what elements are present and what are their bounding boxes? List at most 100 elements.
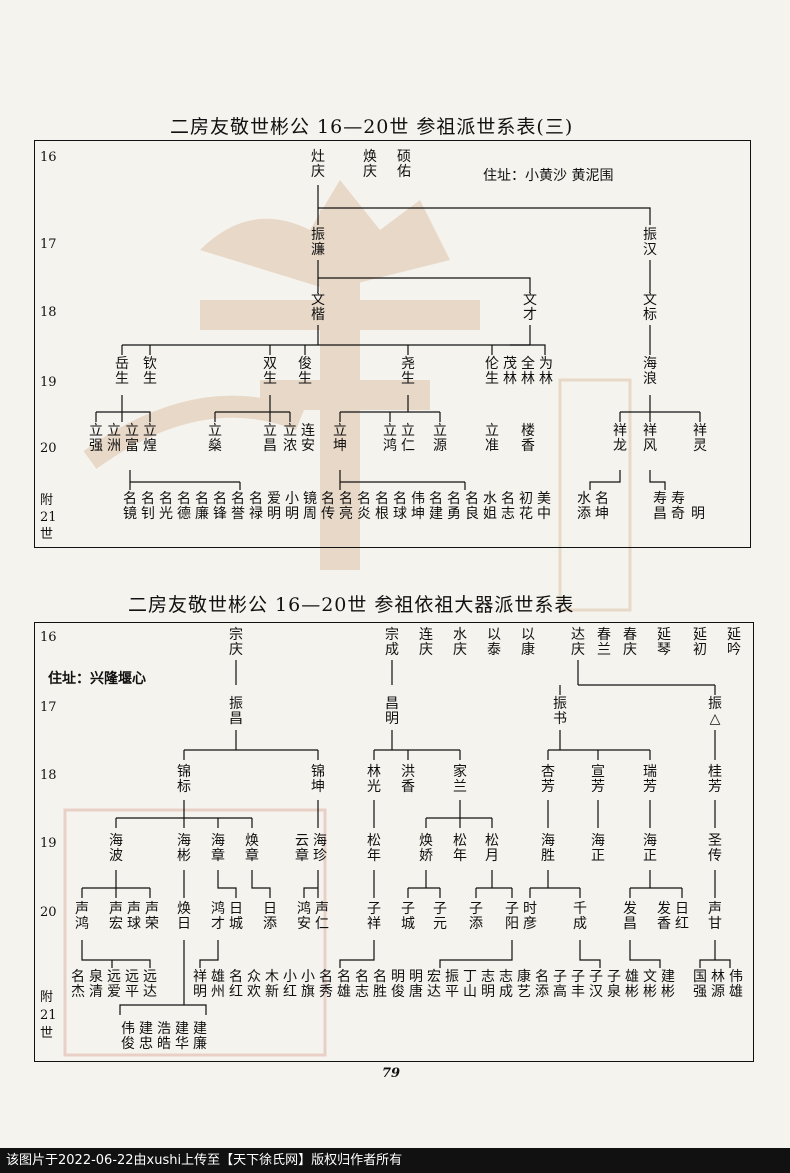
name-cell: 名志 — [501, 491, 515, 522]
name-cell: 远爱 — [107, 969, 121, 1000]
name-cell: 小红 — [283, 969, 297, 1000]
gen-label: 21 — [40, 1008, 57, 1023]
name-cell: 声宏 — [109, 901, 123, 932]
name-cell: 名杰 — [71, 969, 85, 1000]
name-cell: 焕娇 — [419, 833, 433, 864]
name-cell: 海珍 — [313, 833, 327, 864]
name-cell: 家兰 — [453, 764, 467, 795]
name-cell: 发香 — [657, 901, 671, 932]
name-cell: 名胜 — [373, 969, 387, 1000]
name-cell: 为林 — [539, 356, 553, 387]
name-cell: 岳生 — [115, 356, 129, 387]
name-cell: 声球 — [127, 901, 141, 932]
name-cell: 立洲 — [107, 423, 121, 454]
table2-frame — [34, 622, 754, 1062]
name-cell: 伟雄 — [729, 969, 743, 1000]
name-cell: 名志 — [355, 969, 369, 1000]
name-cell: 初花 — [519, 491, 533, 522]
name-cell: 泉清 — [89, 969, 103, 1000]
gen-label: 世 — [40, 1026, 54, 1041]
name-cell: 林源 — [711, 969, 725, 1000]
name-cell: 以康 — [521, 627, 535, 658]
name-cell: 振书 — [553, 696, 567, 727]
name-cell: 名炎 — [357, 491, 371, 522]
name-cell: 以泰 — [487, 627, 501, 658]
name-cell: 伟坤 — [411, 491, 425, 522]
name-cell: 立浓 — [283, 423, 297, 454]
name-cell: 远平 — [125, 969, 139, 1000]
table1-address: 住址：小黄沙 黄泥围 — [483, 168, 614, 184]
name-cell: 远达 — [143, 969, 157, 1000]
name-cell: 伟俊 — [121, 1021, 135, 1052]
name-cell: 全林 — [521, 356, 535, 387]
name-cell: 爱明 — [267, 491, 281, 522]
name-cell: 双生 — [263, 356, 277, 387]
name-cell: 名良 — [465, 491, 479, 522]
name-cell: 圣传 — [708, 833, 722, 864]
name-cell: 文彬 — [643, 969, 657, 1000]
name-cell: 洪香 — [401, 764, 415, 795]
name-cell: 康艺 — [517, 969, 531, 1000]
name-cell: 宏达 — [427, 969, 441, 1000]
name-cell: 杏芳 — [541, 764, 555, 795]
name-cell: 立坤 — [333, 423, 347, 454]
table1-title: 二房友敬世彬公 16—20世 参祖派世系表(三) — [170, 116, 574, 138]
name-cell: 子元 — [433, 901, 447, 932]
name-cell: 林光 — [367, 764, 381, 795]
name-cell: 名根 — [375, 491, 389, 522]
name-cell: 名建 — [429, 491, 443, 522]
name-cell: 文才 — [523, 292, 537, 323]
name-cell: 立燊 — [208, 423, 222, 454]
name-cell: 桂芳 — [708, 764, 722, 795]
name-cell: 春庆 — [623, 627, 637, 658]
gen-label: 18 — [40, 305, 57, 320]
name-cell: 明俊 — [391, 969, 405, 1000]
name-cell: 建忠 — [139, 1021, 153, 1052]
gen-label: 18 — [40, 768, 57, 783]
name-cell: 硕佑 — [397, 149, 411, 180]
name-cell: 水姐 — [483, 491, 497, 522]
name-cell: 尧生 — [401, 356, 415, 387]
name-cell: 发昌 — [623, 901, 637, 932]
name-cell: 声仁 — [315, 901, 329, 932]
name-cell: 千成 — [573, 901, 587, 932]
name-cell: 振昌 — [229, 696, 243, 727]
name-cell: 木新 — [265, 969, 279, 1000]
name-cell: 名誉 — [231, 491, 245, 522]
name-cell: 名德 — [177, 491, 191, 522]
gen-label: 17 — [40, 700, 57, 715]
name-cell: 名镜 — [123, 491, 137, 522]
gen-label: 19 — [40, 375, 57, 390]
name-cell: 立煌 — [143, 423, 157, 454]
name-cell: 海彬 — [177, 833, 191, 864]
name-cell: 振濂 — [311, 227, 325, 258]
name-cell: 祥灵 — [693, 423, 707, 454]
name-cell: 雄彬 — [625, 969, 639, 1000]
gen-label: 世 — [40, 527, 54, 542]
name-cell: 子添 — [469, 901, 483, 932]
name-cell: 松月 — [485, 833, 499, 864]
name-cell: 子城 — [401, 901, 415, 932]
table2-title: 二房友敬世彬公 16—20世 参祖依祖大器派世系表 — [128, 594, 575, 616]
name-cell: 众欢 — [247, 969, 261, 1000]
name-cell: 延琴 — [657, 627, 671, 658]
name-cell: 名添 — [535, 969, 549, 1000]
name-cell: 名禄 — [249, 491, 263, 522]
name-cell: 日添 — [263, 901, 277, 932]
name-cell: 国强 — [693, 969, 707, 1000]
name-cell: 名亮 — [339, 491, 353, 522]
name-cell: 小旗 — [301, 969, 315, 1000]
name-cell: 志成 — [499, 969, 513, 1000]
page-number: 79 — [382, 1066, 401, 1081]
table2-address: 住址：兴隆堰心 — [48, 671, 146, 687]
gen-label: 17 — [40, 237, 57, 252]
name-cell: 祥明 — [193, 969, 207, 1000]
name-cell: 宣芳 — [591, 764, 605, 795]
name-cell: 文楷 — [311, 292, 325, 323]
name-cell: 海胜 — [541, 833, 555, 864]
name-cell: 寿奇 — [671, 491, 685, 522]
name-cell: 连安 — [301, 423, 315, 454]
name-cell: 楼香 — [521, 423, 535, 454]
